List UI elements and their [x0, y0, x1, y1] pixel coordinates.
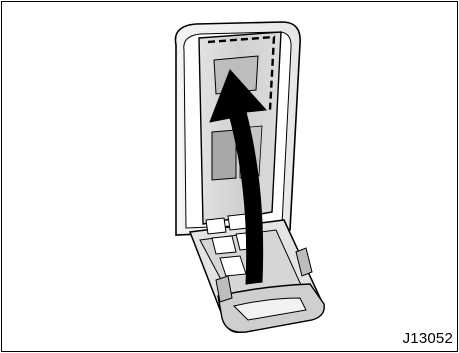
recess-lower — [212, 130, 236, 180]
figure-code: J13052 — [403, 330, 453, 347]
